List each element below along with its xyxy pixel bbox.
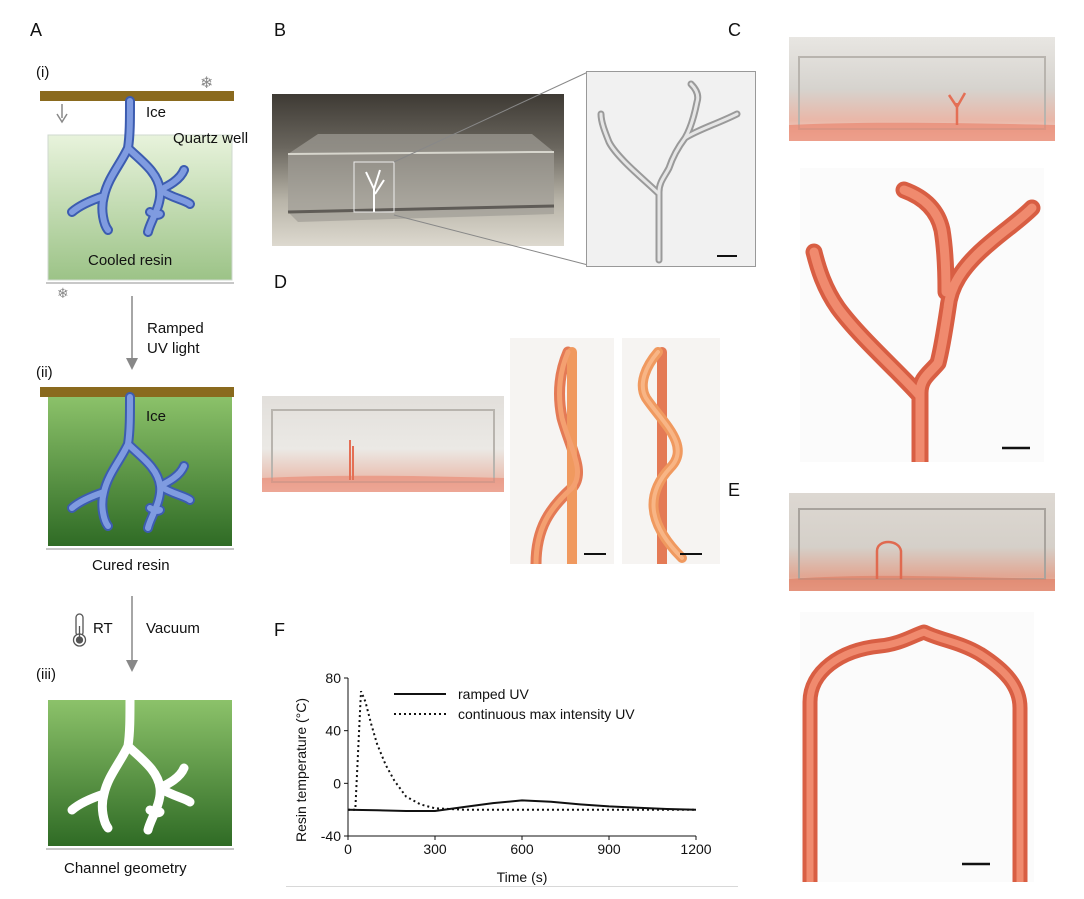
chart-bottom-rule [286,886,738,887]
x-tick-label: 300 [423,841,447,857]
panel-letter-b: B [274,20,287,40]
series-line-1 [348,690,696,811]
ramped-label: Ramped [147,320,204,337]
cooled-resin-label: Cooled resin [88,252,173,269]
step-ii-label: (ii) [36,364,53,381]
vacuum-label: Vacuum [146,620,200,637]
quartz-well-label: Quartz well [173,130,249,147]
y-axis-label: Resin temperature (°C) [293,698,309,842]
y-tick-label: 0 [333,775,341,791]
x-tick-label: 1200 [680,841,711,857]
snowflake-icon-2: ❄ [57,286,69,302]
y-tick-label: 80 [325,670,341,686]
cold-plate-1 [40,91,234,101]
schematic-diagram: ❄ ❄ [40,73,234,850]
ice-tree-2 [67,392,195,533]
photo-helix-d1 [510,338,614,564]
step-iii-label: (iii) [36,666,56,683]
photo-block-b [272,94,564,246]
x-tick-label: 900 [597,841,621,857]
panel-letter-c: C [728,20,741,40]
y-tick-label: -40 [321,828,341,844]
ice-tree-1 [67,96,195,237]
photo-zoom-b [586,71,756,267]
cured-resin-label: Cured resin [92,557,170,574]
photo-block-e [789,493,1055,591]
ice-label-1: Ice [146,104,167,121]
ice-label-2: Ice [146,408,167,425]
zoom-lines-b [393,71,589,266]
x-tick-label: 600 [510,841,534,857]
photo-block-d [262,396,504,492]
panel-letter-a: A [30,20,43,40]
uv-light-label: UV light [147,340,200,357]
x-tick-label: 0 [344,841,352,857]
quartz-well-2 [48,396,232,546]
series-line-0 [347,799,697,812]
photo-print-c [800,168,1044,462]
photo-block-c [789,37,1055,141]
rt-label: RT [93,620,113,637]
cold-plate-2 [40,387,234,397]
channel-tree [67,691,195,835]
legend-label-0: ramped UV [458,686,529,702]
panel-letter-e: E [728,480,741,500]
photo-helix-d2 [622,338,720,564]
photo-arch-e [800,612,1034,882]
legend-label-1: continuous max intensity UV [458,706,635,722]
y-tick-label: 40 [325,723,341,739]
panel-letter-f: F [274,620,285,640]
channel-geometry-label: Channel geometry [64,860,187,877]
thermometer-icon [72,613,87,647]
step-i-label: (i) [36,64,50,81]
x-axis-label: Time (s) [497,869,548,885]
quartz-well-3 [48,700,232,846]
panel-letter-d: D [274,272,287,292]
snowflake-icon: ❄ [200,73,213,92]
